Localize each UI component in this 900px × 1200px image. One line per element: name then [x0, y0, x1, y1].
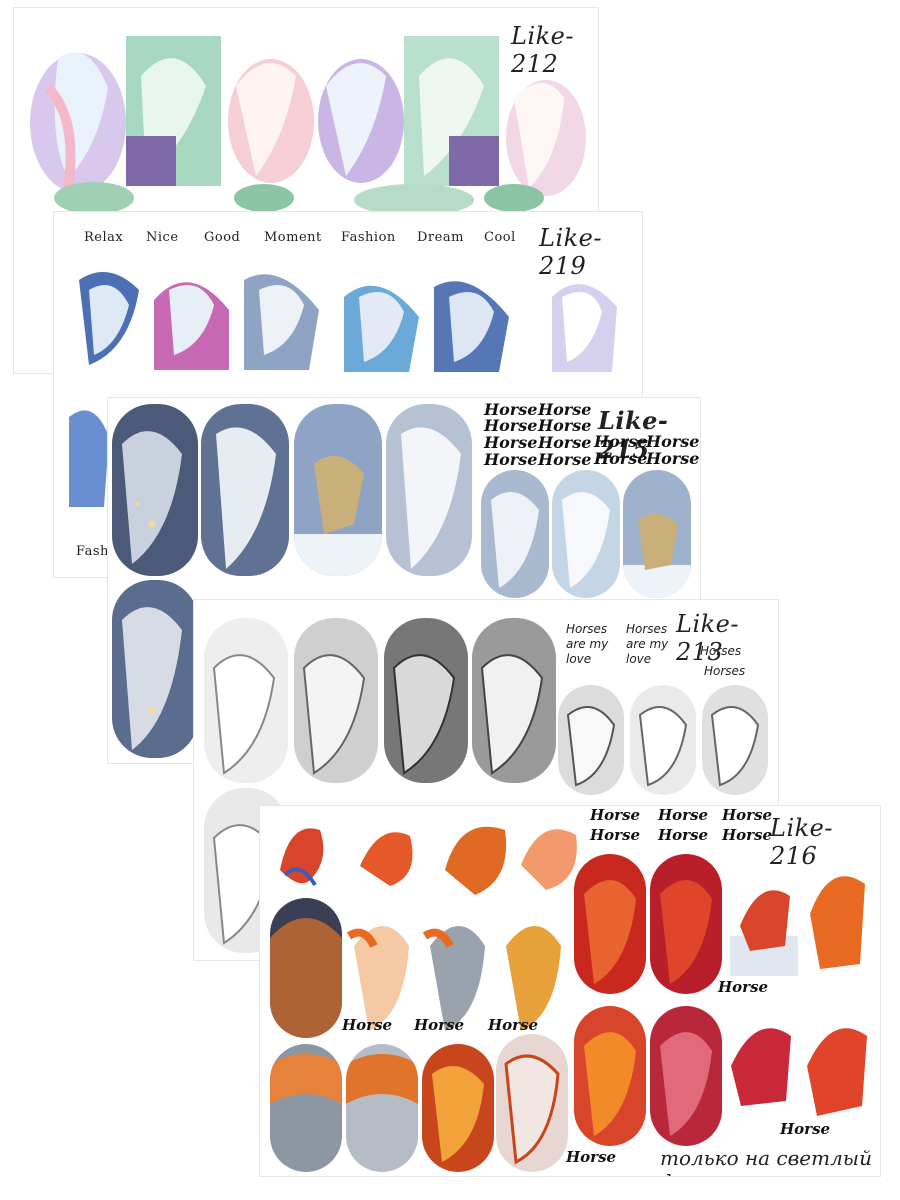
horse-word: Horse — [484, 450, 538, 469]
iridescent-horse-decal — [69, 260, 149, 370]
mood-word: Fashion — [341, 230, 396, 245]
light-background-note: только на светлый фон — [660, 1146, 872, 1176]
horse-word: Horse — [594, 432, 648, 451]
horse-word: Horse — [538, 433, 592, 452]
horse-word: Horse — [566, 1148, 617, 1166]
pastel-horse-decal — [316, 36, 406, 186]
horse-word: Horse — [538, 416, 592, 435]
leaf-decal — [34, 178, 574, 218]
smoke-horse-decal — [384, 618, 468, 783]
smoke-horse-decal — [630, 685, 696, 795]
fire-horse-decal — [516, 810, 582, 895]
phrase-line: love — [626, 652, 652, 666]
horse-word: Horse — [780, 1120, 831, 1138]
horse-word: Horse — [590, 826, 641, 844]
winter-horse-decal — [552, 470, 620, 598]
fire-horse-decal — [574, 1006, 646, 1146]
fire-horse-decal — [726, 1006, 798, 1116]
horse-word: Horse — [722, 806, 773, 824]
fire-horse-decal — [420, 906, 492, 1036]
sheet-label: Like-212 — [511, 22, 574, 78]
mint-horse-decal — [404, 36, 499, 186]
horse-word: Horse — [718, 978, 769, 996]
fire-horse-decal — [344, 906, 416, 1036]
phrase-line: are my — [626, 637, 669, 651]
fire-horse-decal — [802, 1006, 874, 1126]
pastel-horse-decal — [28, 28, 128, 198]
fire-horse-decal — [422, 1044, 494, 1172]
fire-horse-decal — [496, 906, 568, 1036]
fire-horse-decal — [730, 866, 798, 976]
short-word: Horses — [704, 664, 746, 678]
horse-word: Horse — [722, 826, 773, 844]
mood-word: Moment — [264, 230, 322, 245]
horse-word: Horse — [484, 416, 538, 435]
pastel-horse-decal — [504, 58, 589, 198]
smoke-horse-decal — [558, 685, 624, 795]
horse-word: Horse — [658, 806, 709, 824]
phrase-line: love — [566, 652, 592, 666]
short-word: Horses — [700, 644, 742, 658]
horse-word: Horse — [484, 400, 538, 419]
smoke-horse-decal — [294, 618, 378, 783]
horse-word: Horse — [658, 826, 709, 844]
phrase-line: Horses — [566, 622, 608, 636]
winter-horse-decal — [201, 404, 289, 576]
smoke-horse-decal — [702, 685, 768, 795]
winter-horse-decal — [294, 404, 382, 576]
iridescent-horse-decal — [64, 397, 114, 507]
smoke-horse-decal — [472, 618, 556, 783]
winter-horse-decal — [386, 404, 472, 576]
sheet-label: Like-213 — [676, 610, 739, 666]
horse-word: Horse — [538, 450, 592, 469]
horse-word: Horse — [484, 433, 538, 452]
sheet-like-212: Like-212 — [14, 8, 598, 373]
fire-horse-decal — [800, 854, 872, 984]
sheet-label: Like-215 — [598, 406, 669, 464]
horse-word: Horse — [590, 806, 641, 824]
iridescent-horse-decal — [149, 260, 234, 370]
fire-horse-decal — [496, 1034, 568, 1172]
mood-word: Nice — [146, 230, 179, 245]
horse-word: Horse — [538, 400, 592, 419]
iridescent-horse-decal — [429, 267, 514, 372]
phrase-line: are my — [566, 637, 609, 651]
mint-horse-decal — [126, 36, 221, 186]
iridescent-horse-decal — [542, 267, 622, 372]
fire-horse-decal — [270, 810, 332, 890]
fire-horse-decal — [650, 854, 722, 994]
fire-horse-decal — [270, 898, 342, 1038]
iridescent-horse-decal — [239, 260, 324, 370]
sheet-label: Like-219 — [539, 224, 602, 280]
fire-horse-decal — [346, 1044, 418, 1172]
fire-horse-decal — [650, 1006, 722, 1146]
fire-horse-decal — [350, 816, 422, 896]
mood-word: Dream — [417, 230, 464, 245]
fire-horse-decal — [440, 810, 512, 900]
mood-word: Relax — [84, 230, 124, 245]
horse-word: Horse — [342, 1016, 393, 1034]
winter-horse-decal — [481, 470, 549, 598]
sheet-label: Like-216 — [770, 814, 833, 870]
mood-word: Cool — [484, 230, 516, 245]
horse-word: Horse — [646, 432, 700, 451]
partial-word: Fash — [76, 544, 109, 559]
sheet-like-216: Like-216 Horse Horse Horse Horse Horse H… — [260, 806, 880, 1176]
horse-word: Horse — [414, 1016, 465, 1034]
winter-horse-decal — [623, 470, 691, 598]
horse-word: Horse — [646, 449, 700, 468]
winter-horse-decal — [112, 580, 198, 758]
smoke-horse-decal — [204, 618, 288, 783]
phrase-line: Horses — [626, 622, 668, 636]
fire-horse-decal — [270, 1044, 342, 1172]
winter-horse-decal — [112, 404, 198, 576]
horse-word: Horse — [594, 449, 648, 468]
horse-word: Horse — [488, 1016, 539, 1034]
pastel-horse-decal — [226, 36, 316, 186]
sheet-like-215: Like-215 Horse Horse Horse Horse Horse H… — [108, 398, 700, 763]
iridescent-horse-decal — [339, 267, 424, 372]
mood-word: Good — [204, 230, 241, 245]
fire-horse-decal — [574, 854, 646, 994]
